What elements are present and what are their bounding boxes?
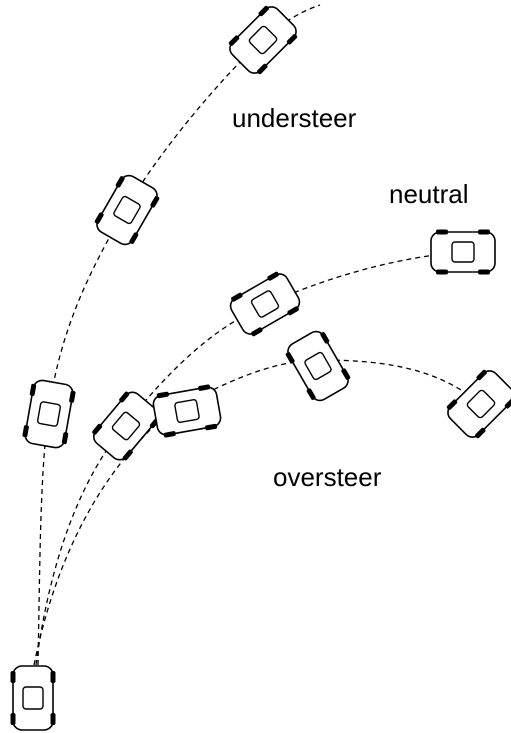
car-oversteer-1 [150,382,224,440]
car-neutral-1 [87,386,165,466]
car-understeer-1 [20,377,78,451]
car-start [9,665,57,731]
car-neutral-3 [430,228,496,276]
car-understeer-2 [90,170,164,250]
understeer-label: understeer [232,103,357,133]
car-oversteer-2 [281,326,355,406]
oversteer-label: oversteer [273,462,382,492]
car-neutral-2 [225,267,305,341]
understeer-path [37,4,321,666]
neutral-label: neutral [389,179,469,209]
oversteer-path [33,359,483,666]
neutral-path [35,251,463,666]
car-oversteer-3 [441,364,511,444]
